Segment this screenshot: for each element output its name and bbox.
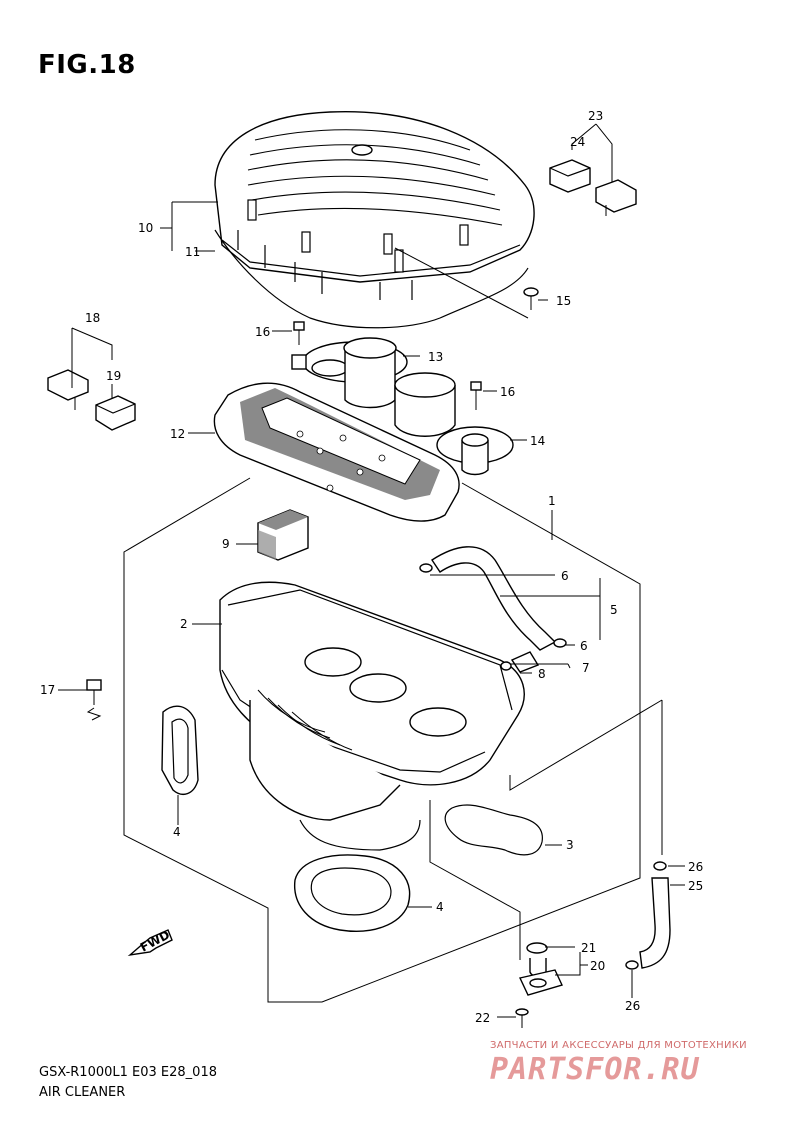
drain-hose-25 <box>625 861 671 970</box>
model-code: GSX-R1000L1 E03 E28_018 <box>39 1065 217 1080</box>
sensor-23 <box>595 179 637 216</box>
callout-16-right: 16 <box>500 385 515 399</box>
callout-4-left: 4 <box>173 825 181 839</box>
intake-funnel-13 <box>302 337 408 409</box>
callout-4-bottom: 4 <box>436 900 444 914</box>
air-filter-element <box>213 382 460 522</box>
sponge-9 <box>257 509 309 561</box>
callout-11: 11 <box>185 245 200 259</box>
assembly-outline <box>123 477 663 1003</box>
callout-17: 17 <box>40 683 55 697</box>
callout-25: 25 <box>688 879 703 893</box>
intake-boot-left <box>161 705 199 796</box>
callout-20: 20 <box>590 959 605 973</box>
forward-arrow-icon: FWD <box>127 928 173 957</box>
screw-16-upper <box>291 321 307 370</box>
callout-21: 21 <box>581 941 596 955</box>
callout-3: 3 <box>566 838 574 852</box>
intake-boot-bottom <box>294 854 411 932</box>
callout-8: 8 <box>538 667 546 681</box>
air-cleaner-cover <box>214 110 535 300</box>
callout-22: 22 <box>475 1011 490 1025</box>
hose-8 <box>500 651 540 673</box>
callout-labels: 1 2 3 4 4 5 6 6 7 8 9 10 11 12 13 14 15 … <box>40 109 703 1025</box>
section-name: AIR CLEANER <box>39 1085 126 1100</box>
bolt-17 <box>86 679 102 721</box>
screw-16-right <box>470 381 482 410</box>
callout-13: 13 <box>428 350 443 364</box>
screw-22 <box>515 1008 529 1028</box>
callout-14: 14 <box>530 434 545 448</box>
callout-26-lower: 26 <box>625 999 640 1013</box>
callout-26-upper: 26 <box>688 860 703 874</box>
callout-6-lower: 6 <box>580 639 588 653</box>
cover-19 <box>95 395 136 431</box>
callout-19: 19 <box>106 369 121 383</box>
callout-5: 5 <box>610 603 618 617</box>
forward-direction-label: FWD <box>138 928 172 955</box>
callout-15: 15 <box>556 294 571 308</box>
callout-1: 1 <box>548 494 556 508</box>
callout-10: 10 <box>138 221 153 235</box>
callout-24: 24 <box>570 135 585 149</box>
figure-title: FIG.18 <box>38 50 136 80</box>
callout-9: 9 <box>222 537 230 551</box>
callout-16-upper: 16 <box>255 325 270 339</box>
watermark-tagline: ЗАПЧАСТИ И АКСЕССУАРЫ ДЛЯ МОТОТЕХНИКИ <box>490 1040 747 1051</box>
callout-6-upper: 6 <box>561 569 569 583</box>
callout-12: 12 <box>170 427 185 441</box>
callout-2: 2 <box>180 617 188 631</box>
bolt-15 <box>394 247 539 319</box>
callout-18: 18 <box>85 311 100 325</box>
air-cleaner-case <box>219 581 525 851</box>
drain-hose-5 <box>419 546 567 651</box>
callout-leaders <box>58 123 685 1018</box>
callout-23: 23 <box>588 109 603 123</box>
watermark-logo[interactable]: PARTSFOR.RU <box>490 1052 700 1087</box>
drain-plug-20 <box>518 942 563 996</box>
intake-funnel-14 <box>394 372 514 476</box>
duct-seal-3 <box>444 804 543 856</box>
cover-seal <box>214 229 529 329</box>
callout-7: 7 <box>582 661 590 675</box>
sensor-18 <box>47 369 89 410</box>
cover-24 <box>549 159 591 193</box>
